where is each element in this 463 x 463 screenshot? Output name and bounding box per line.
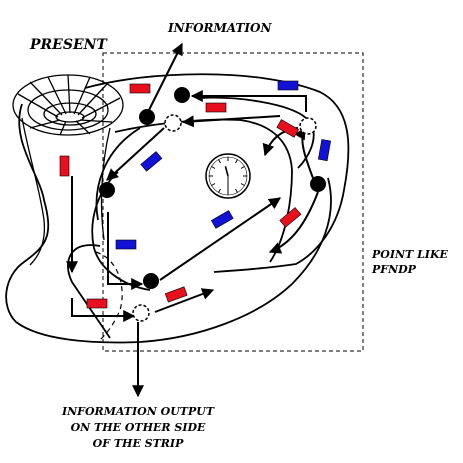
solid-point — [139, 109, 155, 125]
solid-point — [143, 273, 159, 289]
diag-arrow-upper — [159, 197, 281, 281]
solid-point — [99, 182, 115, 198]
top-arrow-2 — [190, 90, 307, 112]
clock-icon — [205, 153, 251, 199]
output-label-line1: INFORMATION OUTPUT — [61, 405, 215, 418]
blue-marker — [277, 80, 299, 91]
clock-tick — [235, 188, 238, 193]
red-marker — [129, 83, 151, 94]
clock-tick — [240, 183, 245, 186]
red-marker — [164, 286, 188, 303]
left-middle-arrow — [107, 212, 144, 290]
right-arc-arrow-2 — [268, 191, 319, 254]
clock-tick — [218, 188, 221, 193]
present-label: PRESENT — [29, 37, 108, 53]
dashed-points — [132, 114, 317, 322]
red-marker — [59, 155, 70, 177]
clock-tick — [218, 159, 221, 164]
dashed-point — [164, 114, 182, 132]
return-arrow-left — [106, 127, 165, 181]
dashed-point — [132, 304, 150, 322]
red-marker — [205, 102, 227, 113]
red-marker — [276, 119, 300, 138]
information-label: INFORMATION — [167, 21, 272, 35]
red-markers — [59, 83, 302, 309]
blue-marker — [317, 139, 332, 162]
pfndp-region-box — [102, 52, 364, 352]
point-like-label-line2: PFNDP — [371, 263, 417, 276]
clock-tick — [240, 166, 245, 169]
clock-tick — [211, 166, 216, 169]
red-marker — [279, 207, 302, 228]
point-like-label-line1: POINT LIKE — [371, 248, 449, 261]
blue-markers — [115, 80, 332, 250]
clock-tick — [211, 183, 216, 186]
output-label-line3: OF THE STRIP — [93, 437, 184, 450]
dashed-point — [299, 117, 317, 135]
top-arrow-1 — [181, 115, 281, 128]
diag-arrow-lower — [154, 288, 215, 313]
blue-marker — [210, 210, 234, 229]
information-arrow — [147, 42, 183, 113]
solid-point — [174, 87, 190, 103]
solid-point — [310, 176, 326, 192]
strip-fold-dashed — [95, 251, 123, 341]
red-marker — [86, 298, 108, 309]
blue-marker — [115, 239, 137, 250]
solid-points — [99, 87, 326, 289]
bottom-left-arrow — [71, 298, 136, 322]
clock-tick — [235, 159, 238, 164]
output-label-line2: ON THE OTHER SIDE — [71, 421, 206, 434]
blue-marker — [140, 151, 163, 172]
flow-arrows — [66, 42, 319, 398]
